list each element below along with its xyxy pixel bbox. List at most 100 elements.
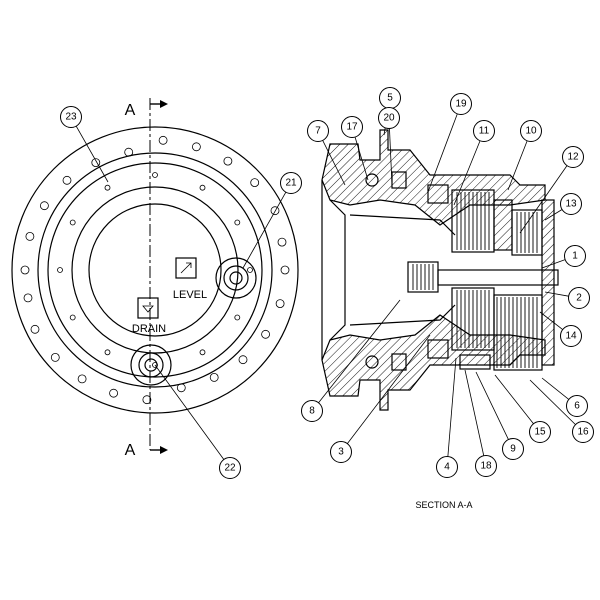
level-plate-label: LEVEL: [173, 289, 207, 301]
callout-bubble: [450, 93, 472, 115]
drain-plate: DRAIN: [132, 297, 166, 335]
flange-inner-edge: [37, 152, 273, 388]
leader-line: [322, 140, 346, 186]
end-cover: [541, 199, 555, 366]
callout-bubble: [280, 172, 302, 194]
flange-bolt-holes: [20, 135, 290, 405]
callout-bubble: [560, 193, 582, 215]
lower-bearing: [391, 353, 407, 371]
leader-line: [354, 136, 369, 181]
callout-1: 1: [541, 245, 586, 269]
callout-number: 8: [309, 406, 315, 417]
callout-bubble: [572, 421, 594, 443]
callout-19: 19: [427, 93, 472, 193]
leader-line: [541, 377, 570, 400]
callout-number: 7: [315, 126, 321, 137]
callout-bubble: [564, 245, 586, 267]
callout-number: 23: [65, 112, 77, 123]
level-plug: [215, 257, 257, 299]
cover-outer-ring: [47, 162, 263, 378]
callout-number: 6: [574, 401, 580, 412]
callout-bubble: [473, 120, 495, 142]
callout-number: 12: [567, 152, 579, 163]
callout-number: 4: [444, 462, 450, 473]
section-title: SECTION A-A: [415, 500, 472, 510]
callout-11: 11: [453, 120, 495, 206]
leader-line: [529, 379, 576, 425]
drain-plate-label: DRAIN: [132, 323, 166, 335]
callout-9: 9: [475, 371, 524, 460]
lower-seal: [365, 355, 379, 369]
callout-number: 18: [480, 461, 492, 472]
callout-bubble: [520, 120, 542, 142]
callout-23: 23: [60, 106, 109, 183]
motor-bore-left: [329, 199, 346, 341]
drain-plug: [130, 344, 172, 386]
leader-line: [541, 259, 566, 269]
cover-center-face: [88, 203, 222, 337]
leader-line: [539, 311, 563, 330]
motor-bore-inner: [349, 214, 456, 326]
callout-6: 6: [541, 377, 588, 417]
callout-10: 10: [507, 120, 542, 191]
callout-bubble: [529, 421, 551, 443]
callout-bubble: [436, 456, 458, 478]
leader-line: [475, 371, 509, 440]
sun-shaft: [437, 269, 559, 286]
callout-bubble: [301, 400, 323, 422]
leader-line: [519, 165, 568, 234]
callout-number: 16: [577, 427, 589, 438]
callout-bubble: [378, 107, 400, 129]
callout-12: 12: [519, 146, 584, 234]
callout-bubble: [330, 441, 352, 463]
callout-22: 22: [154, 364, 241, 479]
callout-bubble: [307, 120, 329, 142]
leader-line: [447, 357, 457, 457]
callout-15: 15: [494, 374, 551, 443]
leader-line: [544, 209, 563, 221]
callout-14: 14: [539, 311, 582, 347]
front-view: LEVEL DRAIN A A: [11, 98, 299, 459]
section-line-a-a: A A: [125, 98, 168, 459]
callout-number: 9: [510, 444, 516, 455]
callout-bubble: [502, 438, 524, 460]
callout-number: 19: [455, 99, 467, 110]
flange-outer-edge: [11, 126, 299, 414]
callout-number: 17: [346, 122, 358, 133]
callout-number: 20: [383, 113, 395, 124]
leader-line: [242, 191, 287, 269]
section-marker-top: A: [125, 102, 136, 119]
callout-13: 13: [544, 193, 582, 221]
callout-7: 7: [307, 120, 346, 186]
leader-line: [318, 299, 401, 404]
leader-line: [507, 140, 528, 191]
callout-number: 2: [576, 293, 582, 304]
callout-number: 13: [565, 199, 577, 210]
callout-bubble: [475, 455, 497, 477]
callout-2: 2: [544, 287, 590, 309]
callout-bubble: [566, 395, 588, 417]
leader-line: [75, 125, 109, 183]
callout-number: 21: [285, 178, 297, 189]
leader-line: [544, 291, 569, 297]
callout-16: 16: [529, 379, 594, 443]
thrust-washer: [459, 354, 491, 370]
leader-line: [494, 374, 534, 425]
callout-number: 14: [565, 331, 577, 342]
callout-number: 22: [224, 463, 236, 474]
leader-line: [347, 334, 431, 444]
section-marker-bottom: A: [125, 442, 136, 459]
callout-number: 10: [525, 126, 537, 137]
callout-bubble: [560, 325, 582, 347]
leader-line: [427, 113, 458, 193]
leader-line: [154, 364, 225, 460]
callout-bubble: [341, 116, 363, 138]
leader-line: [453, 140, 481, 206]
callout-number: 15: [534, 427, 546, 438]
callout-4: 4: [436, 357, 458, 478]
callout-bubble: [568, 287, 590, 309]
cover-bolt-holes: [57, 172, 253, 368]
